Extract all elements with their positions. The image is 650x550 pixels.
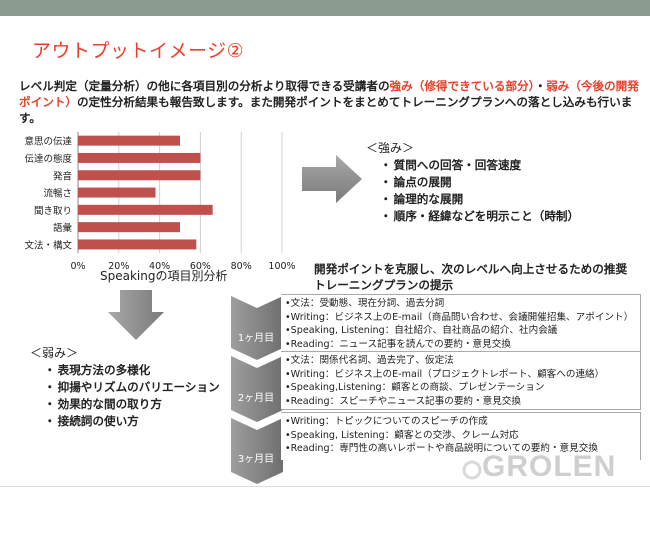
month-label-3: 3ヶ月目 — [237, 454, 275, 465]
list-item: 順序・経緯などを明示こと（時制） — [380, 208, 636, 225]
plan-line: •Writing：トピックについてのスピーチの作成 — [285, 416, 488, 427]
x-tick-label: 0% — [70, 261, 85, 272]
x-tick-label: 80% — [231, 261, 252, 272]
weaknesses-box: ＜弱み＞ 表現方法の多様化 抑揚やリズムのバリエーション 効果的な間の取り方 接… — [30, 345, 240, 430]
intro-part-3: の定性分析結果も報告致します。また開発ポイントをまとめてトレーニングプランへの落… — [19, 95, 633, 125]
list-item: 論点の展開 — [380, 174, 636, 191]
plan-line: •Reading：専門性の高いレポートや商品説明についての要約・意見交換 — [285, 443, 598, 455]
intro-highlight-strengths: 強み（修得できている部分） — [389, 79, 535, 93]
plan-line: •Reading：スピーチやニュース記事の要約・意見交換 — [285, 395, 521, 407]
plan-line: •Writing：ビジネス上のE-mail（商品問い合わせ、会議開催招集、アポイ… — [285, 311, 634, 323]
bar — [78, 222, 180, 233]
category-label: 流暢さ — [43, 188, 72, 200]
plan-title: 開発ポイントを克服し、次のレベルへ向上させるための推奨トレーニングプランの提示 — [314, 262, 628, 292]
bar — [78, 152, 201, 163]
arrow-right-icon — [302, 155, 362, 203]
category-label: 意思の伝達 — [24, 136, 72, 148]
company-logo: GROLEN — [482, 450, 617, 483]
logo-mark-icon — [462, 460, 482, 480]
category-label: 発音 — [53, 170, 72, 182]
bar — [78, 170, 201, 181]
x-tick-label: 60% — [190, 261, 211, 272]
category-label: 語彙 — [53, 222, 73, 234]
plan-line: •文法：関係代名詞、過去完了、仮定法 — [285, 355, 454, 366]
intro-part-1: レベル判定（定量分析）の他に各項目別の分析より取得できる受講者の — [19, 79, 390, 93]
top-bar — [0, 0, 650, 16]
list-item: 接続詞の使い方 — [44, 413, 240, 430]
weaknesses-title: ＜弱み＞ — [30, 346, 79, 360]
plan-line: •Speaking,Listening：顧客との商談、プレゼンテーション — [285, 382, 545, 394]
intro-part-2: ・ — [534, 79, 547, 93]
strengths-box: ＜強み＞ 質問への回答・回答速度 論点の展開 論理的な展開 順序・経緯などを明示… — [366, 140, 636, 225]
bar — [78, 135, 180, 146]
list-item: 論理的な展開 — [380, 191, 636, 208]
list-item: 質問への回答・回答速度 — [380, 157, 636, 174]
intro-text: レベル判定（定量分析）の他に各項目別の分析より取得できる受講者の強み（修得できて… — [19, 78, 639, 126]
slide-title: アウトプットイメージ② — [32, 40, 245, 62]
strengths-list: 質問への回答・回答速度 論点の展開 論理的な展開 順序・経緯などを明示こと（時制… — [366, 157, 636, 225]
plan-line: •Speaking, Listening：顧客との交渉、クレーム対応 — [285, 429, 519, 441]
month-3-plan: •Writing：トピックについてのスピーチの作成 •Speaking, Lis… — [281, 412, 641, 460]
list-item: 表現方法の多様化 — [44, 362, 240, 379]
category-label: 伝達の態度 — [24, 153, 72, 165]
bar — [78, 239, 197, 250]
list-item: 効果的な間の取り方 — [44, 396, 240, 413]
x-tick-label: 100% — [268, 261, 295, 272]
month-arrow-shape — [231, 296, 283, 484]
weaknesses-list: 表現方法の多様化 抑揚やリズムのバリエーション 効果的な間の取り方 接続詞の使い… — [30, 362, 240, 430]
intro-highlight-weaknesses: 弱み（今後の開発ポイント） — [19, 79, 639, 109]
x-tick-label: 40% — [149, 261, 170, 272]
speaking-bar-chart: 0% 20% 40% 60% 80% 100% 意思の伝達伝達の態度発音流暢さ聞き取り語彙文… — [24, 132, 296, 272]
bar — [78, 204, 213, 215]
strengths-title: ＜強み＞ — [366, 141, 415, 155]
month-label-1: 1ヶ月目 — [237, 333, 275, 344]
plan-line: •Reading：ニュース記事を読んでの要約・意見交換 — [285, 338, 511, 350]
category-label: 聞き取り — [34, 206, 72, 217]
plan-line: •文法：受動態、現在分詞、過去分詞 — [285, 298, 445, 309]
plan-line: •Speaking, Listening：自社紹介、自社商品の紹介、社内会議 — [285, 325, 558, 337]
arrow-down-icon — [108, 290, 164, 340]
month-2-plan: •文法：関係代名詞、過去完了、仮定法 •Writing：ビジネス上のE-mail… — [281, 351, 641, 410]
plan-line: •Writing：ビジネス上のE-mail（プロジェクトレポート、顧客への連絡） — [285, 368, 605, 380]
bar — [78, 187, 156, 198]
list-item: 抑揚やリズムのバリエーション — [44, 379, 240, 396]
x-tick-label: 20% — [108, 261, 129, 272]
footer-divider — [0, 486, 650, 487]
month-label-2: 2ヶ月目 — [237, 393, 275, 404]
chart-title: Speakingの項目別分析 — [100, 269, 228, 283]
category-label: 文法・構文 — [24, 239, 72, 251]
month-1-plan: •文法：受動態、現在分詞、過去分詞 •Writing：ビジネス上のE-mail（… — [281, 294, 641, 352]
